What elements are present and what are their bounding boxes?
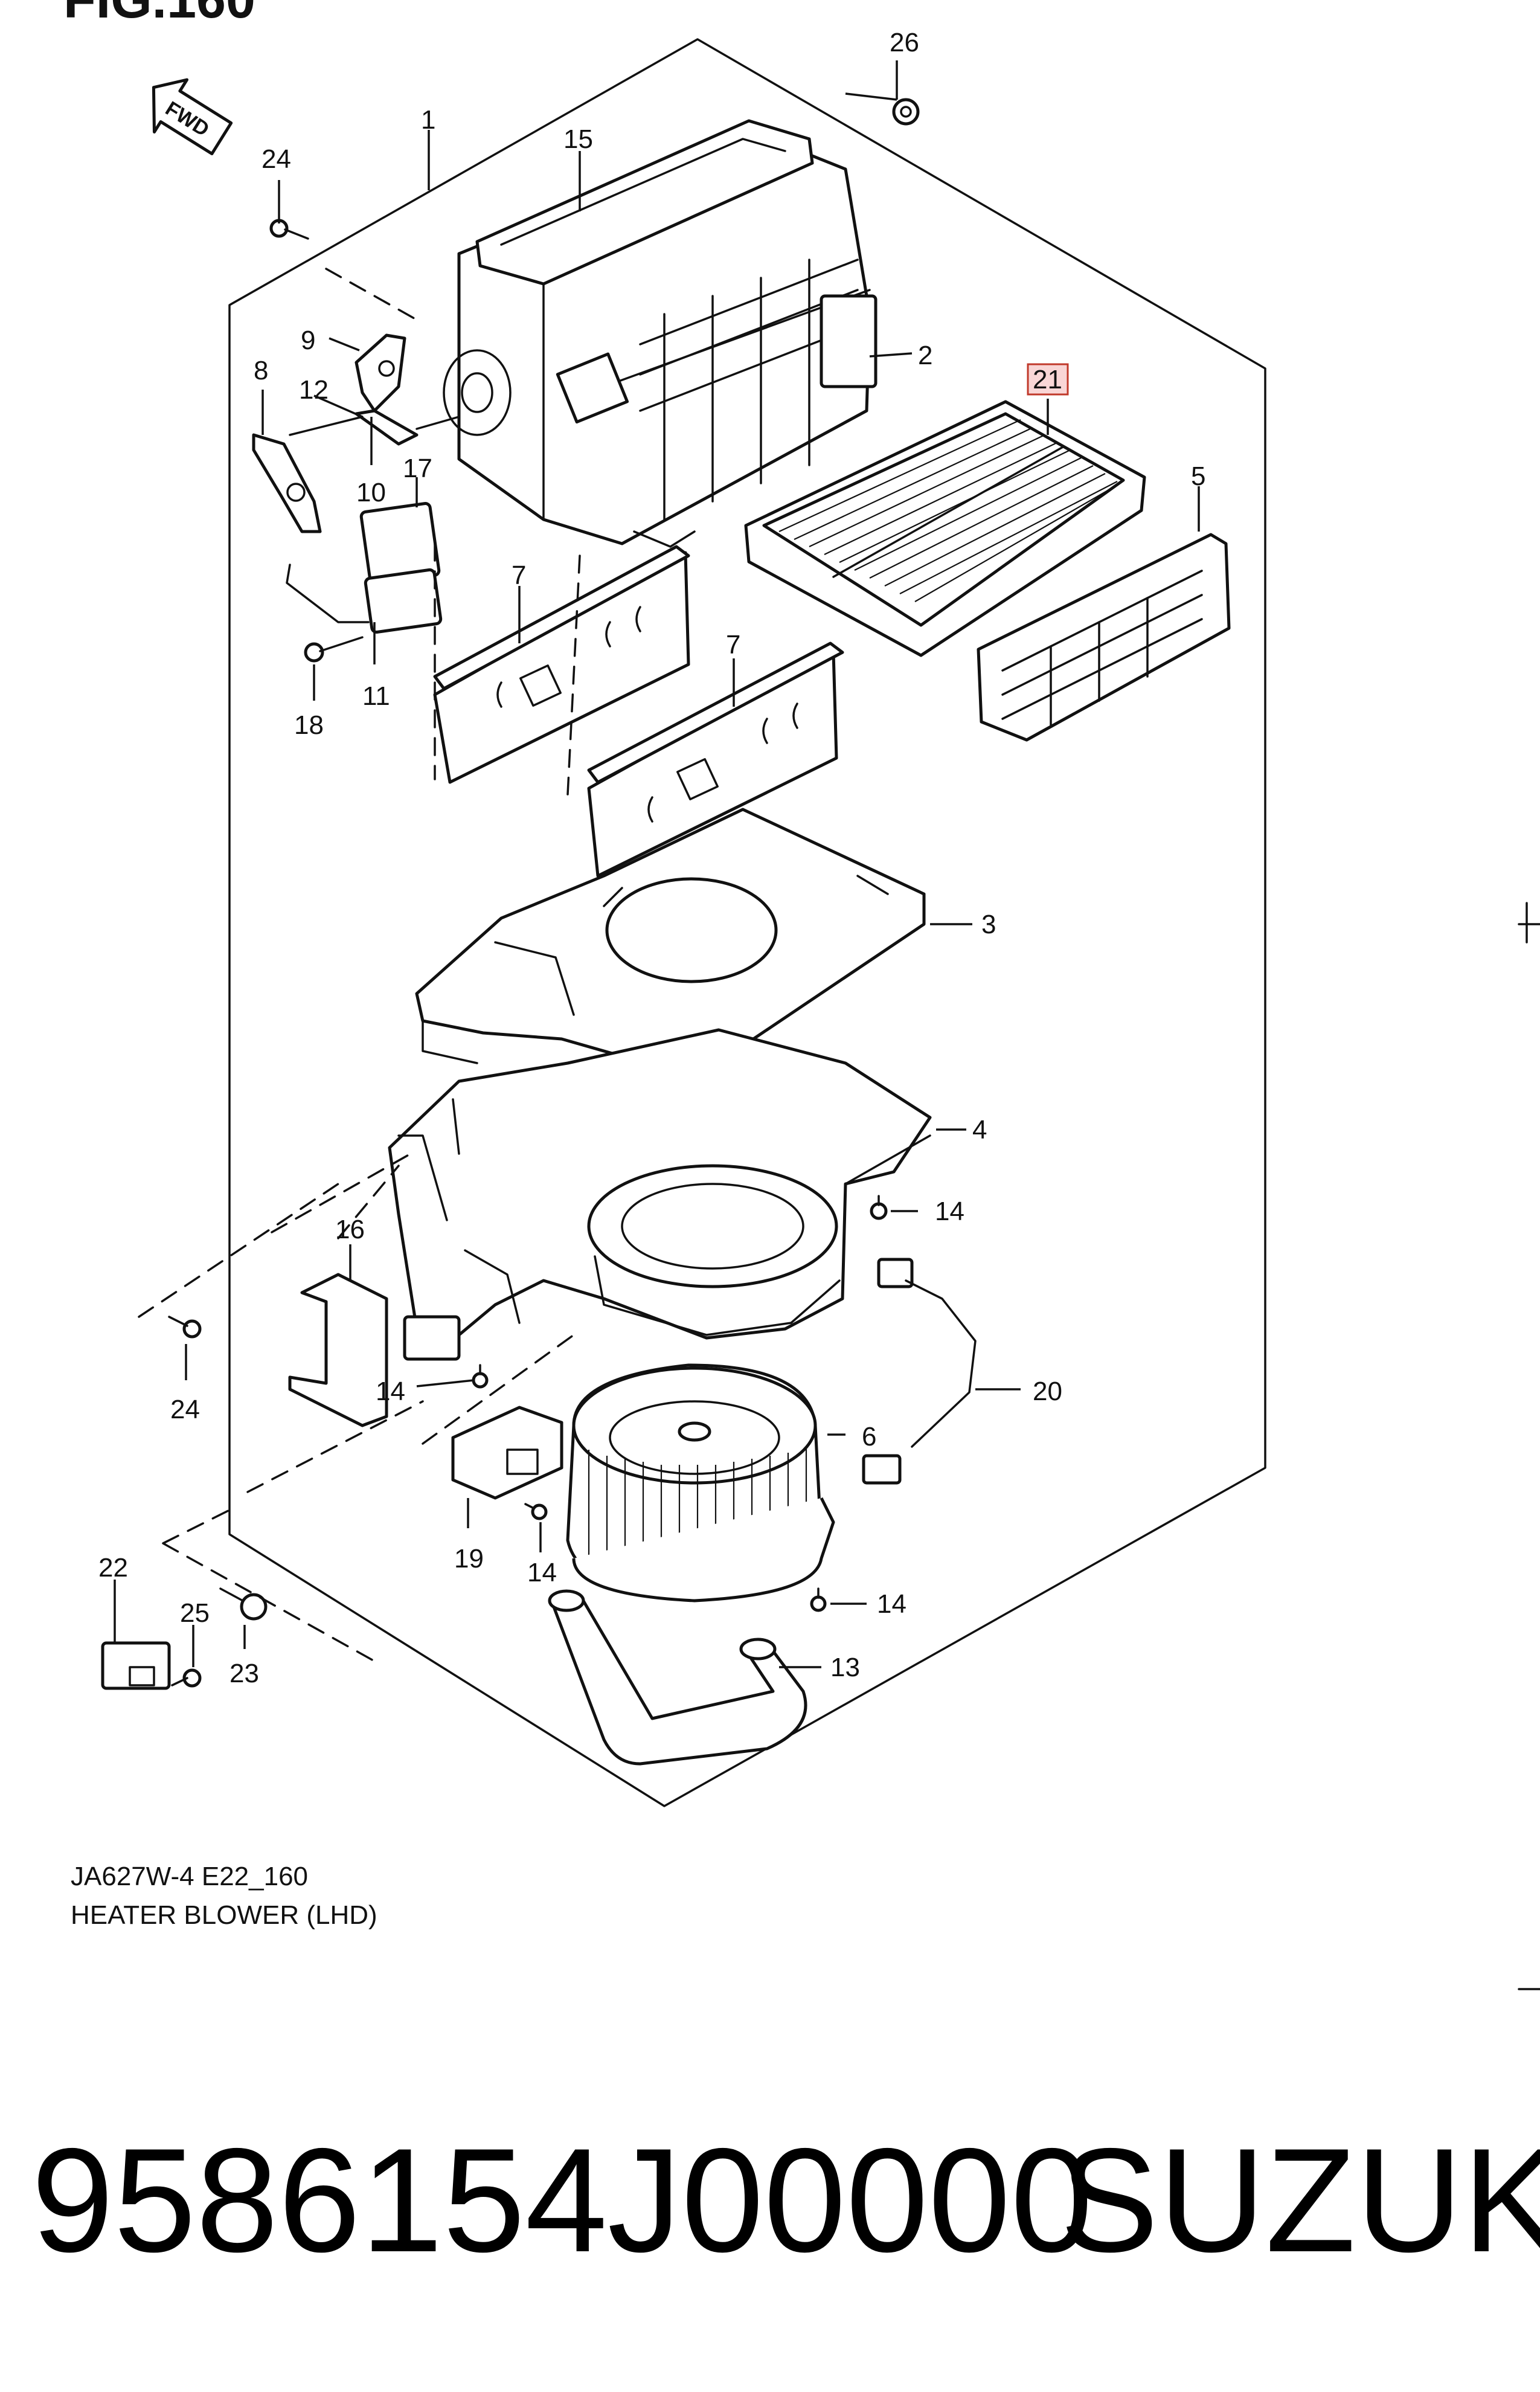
- callout-23: 23: [229, 1659, 259, 1688]
- callout-20: 20: [1033, 1377, 1062, 1406]
- callout-6: 6: [862, 1422, 876, 1452]
- middle-blower-case: [415, 808, 926, 1065]
- bolt-23: [219, 1587, 268, 1621]
- callout-21: 21: [1033, 365, 1062, 394]
- listing-band: [0, 1993, 1540, 2392]
- screw-14-a: [870, 1195, 888, 1220]
- callout-9: 9: [301, 326, 315, 355]
- diagram-code: JA627W-4 E22_160: [71, 1862, 309, 1891]
- part-number: 9586154J00000: [31, 2117, 1093, 2283]
- figure-label: FIG.160: [63, 0, 255, 30]
- assembly-frame: [228, 38, 1266, 1807]
- filter-cover: [977, 533, 1231, 742]
- exploded-parts-diagram: FWD: [98, 28, 1540, 1990]
- callout-14: 14: [877, 1589, 906, 1619]
- harness-20: [862, 1258, 977, 1485]
- callout-26: 26: [890, 28, 919, 57]
- callout-22: 22: [98, 1553, 128, 1583]
- callout-7: 7: [512, 561, 526, 590]
- screw-14-d: [810, 1587, 827, 1612]
- leader-lines: [114, 60, 1200, 1668]
- callout-4: 4: [972, 1115, 987, 1145]
- nut-26: [892, 98, 920, 126]
- callout-10: 10: [356, 478, 386, 507]
- screw-14-c: [524, 1503, 548, 1520]
- duct-16: [288, 1273, 388, 1427]
- screw-24-lower: [168, 1316, 202, 1339]
- servo-link-9: [355, 333, 406, 413]
- screw-25: [171, 1668, 202, 1688]
- callout-24: 24: [170, 1395, 200, 1424]
- upper-blower-case: [443, 119, 877, 548]
- callout-14: 14: [376, 1377, 405, 1406]
- callout-11: 11: [362, 681, 390, 711]
- callout-25: 25: [180, 1598, 210, 1628]
- callout-14: 14: [935, 1197, 964, 1226]
- screw-14-b: [472, 1364, 489, 1389]
- wire-12: [289, 416, 364, 436]
- drain-hose: [548, 1589, 807, 1766]
- callout-14: 14: [527, 1558, 557, 1587]
- callout-5: 5: [1191, 461, 1205, 491]
- diagram-title: HEATER BLOWER (LHD): [71, 1900, 377, 1930]
- callout-7: 7: [726, 630, 740, 660]
- highlight-box-21: [1027, 363, 1069, 396]
- callout-3: 3: [981, 910, 996, 939]
- callout-17: 17: [403, 454, 432, 483]
- callout-16: 16: [335, 1215, 365, 1244]
- actuator-17: [359, 502, 443, 634]
- blower-fan-wheel: [566, 1363, 835, 1603]
- resistor-19: [451, 1406, 563, 1500]
- callout-12: 12: [299, 375, 329, 405]
- callout-2: 2: [918, 341, 932, 370]
- screw-24-upper: [269, 219, 309, 240]
- brand-name: SUZUKI: [1060, 2117, 1540, 2283]
- servo-actuator-8: [252, 433, 322, 533]
- screw-18: [304, 636, 364, 663]
- fwd-badge-label: FWD: [161, 97, 213, 141]
- relay-22: [101, 1641, 171, 1690]
- cabin-air-filter: [744, 400, 1146, 657]
- callout-19: 19: [454, 1544, 484, 1574]
- callout-8: 8: [254, 356, 268, 385]
- fwd-direction-badge: FWD: [152, 78, 233, 156]
- callout-15: 15: [563, 124, 593, 154]
- callout-18: 18: [294, 710, 324, 740]
- callout-24: 24: [261, 144, 291, 174]
- damper-door-right: [587, 641, 844, 878]
- callout-13: 13: [830, 1653, 860, 1682]
- damper-door-left: [433, 545, 690, 784]
- harness-11: [286, 564, 370, 623]
- lower-scroll-housing: [388, 1028, 932, 1361]
- callout-1: 1: [421, 105, 435, 135]
